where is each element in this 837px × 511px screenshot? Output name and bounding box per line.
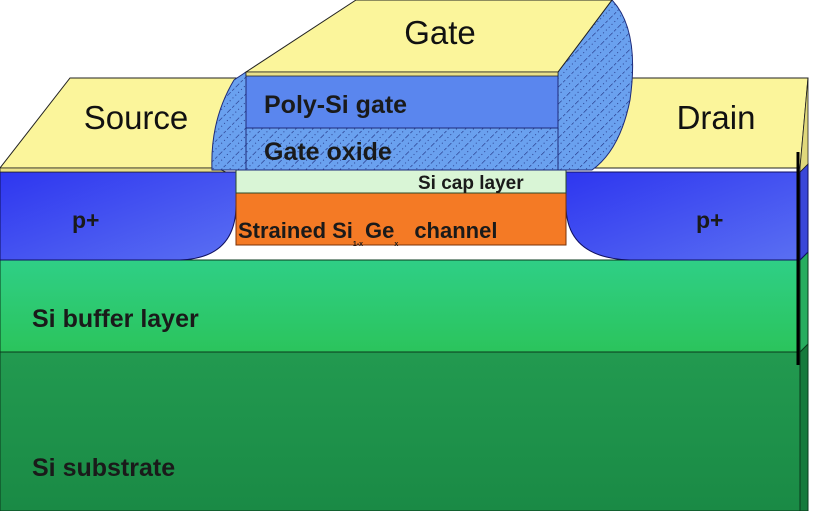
gate-contact [244, 0, 613, 77]
gate-oxide-layer [245, 127, 559, 171]
si-cap-layer-label: Si cap layer [418, 173, 524, 194]
si-buffer-layer [0, 250, 809, 354]
right-spacer-hatch [558, 0, 633, 170]
poly-si-gate-label: Poly-Si gate [264, 91, 407, 119]
si-buffer-layer-label: Si buffer layer [32, 305, 199, 333]
left-spacer-hatch [211, 72, 246, 170]
gate-oxide-label: Gate oxide [264, 138, 392, 166]
channel-label-middle: Ge [365, 218, 394, 243]
channel-label-prefix: Strained Si [238, 218, 353, 243]
si-substrate-label: Si substrate [32, 454, 175, 482]
strained-sige-channel [235, 192, 567, 246]
si-substrate-layer [0, 342, 809, 511]
p-plus-left-label: p+ [72, 207, 99, 233]
source-p-plus-region [0, 171, 237, 261]
channel-label-suffix: channel [414, 218, 497, 243]
drain-p-plus-region [565, 171, 801, 261]
channel-label-sub2: x [394, 241, 398, 248]
channel-label-sub1: 1-x [353, 241, 363, 248]
channel-label: Strained Si1-xGex channel [238, 218, 497, 248]
p-plus-right-label: p+ [696, 207, 723, 233]
poly-si-gate-layer [245, 74, 559, 129]
drain-label: Drain [677, 99, 756, 136]
source-label: Source [84, 99, 189, 136]
source-contact [0, 77, 237, 173]
gate-label: Gate [404, 14, 476, 51]
